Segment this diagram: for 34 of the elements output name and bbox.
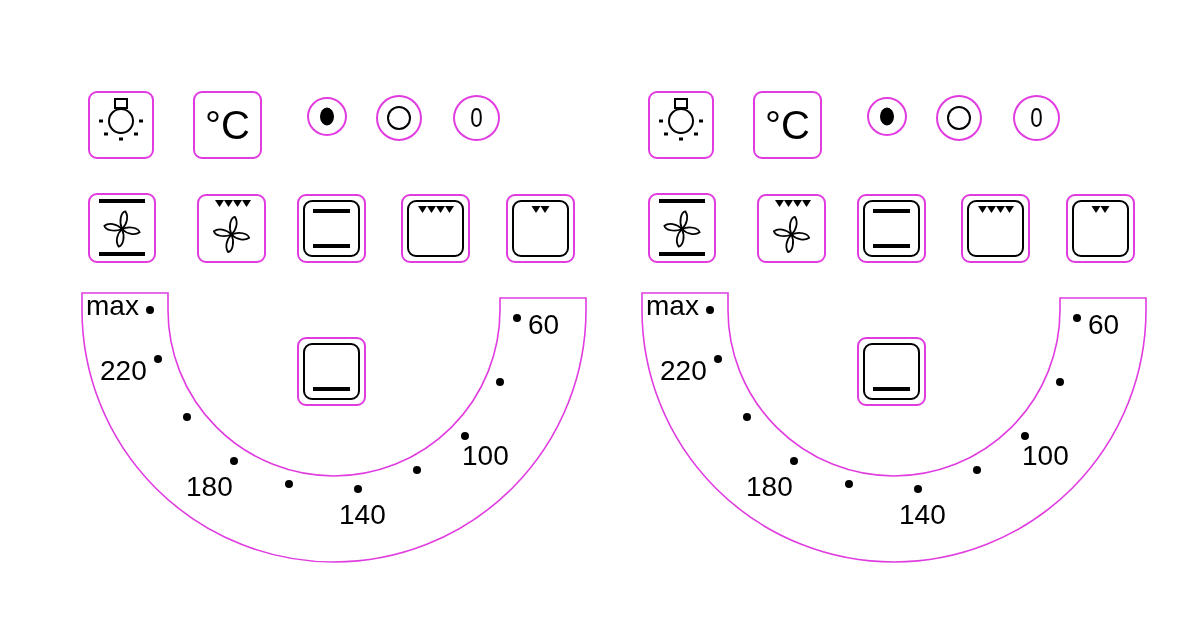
indicator-light [936, 95, 982, 141]
indicator-light [376, 95, 422, 141]
light-button [88, 91, 154, 159]
mode-button [297, 194, 366, 263]
mode-button [401, 194, 470, 263]
scale-label: 180 [746, 473, 793, 501]
scale-label: 220 [660, 357, 707, 385]
indicator-light: 0 [1013, 95, 1060, 141]
scale-label: max [86, 292, 139, 320]
mode-button [506, 194, 575, 263]
indicator-light: 0 [453, 95, 500, 141]
light-button [648, 91, 714, 159]
scale-label: 100 [462, 442, 509, 470]
mode-button [857, 194, 926, 263]
mode-button [1066, 194, 1135, 263]
temperature-button: °C [753, 91, 822, 159]
scale-label: 60 [1088, 311, 1120, 339]
scale-label: 100 [1022, 442, 1069, 470]
indicator-light [307, 97, 347, 136]
mode-button [648, 193, 716, 263]
scale-label: 180 [186, 473, 233, 501]
scale-label: 220 [100, 357, 147, 385]
scale-label: 60 [528, 311, 560, 339]
scale-label: 140 [899, 501, 946, 529]
temperature-button: °C [193, 91, 262, 159]
scale-label: max [646, 292, 699, 320]
mode-button [297, 337, 366, 406]
scale-label: 140 [339, 501, 386, 529]
mode-button [961, 194, 1030, 263]
mode-button [197, 194, 266, 263]
mode-button [857, 337, 926, 406]
mode-button [757, 194, 826, 263]
indicator-light [867, 97, 907, 136]
mode-button [88, 193, 156, 263]
